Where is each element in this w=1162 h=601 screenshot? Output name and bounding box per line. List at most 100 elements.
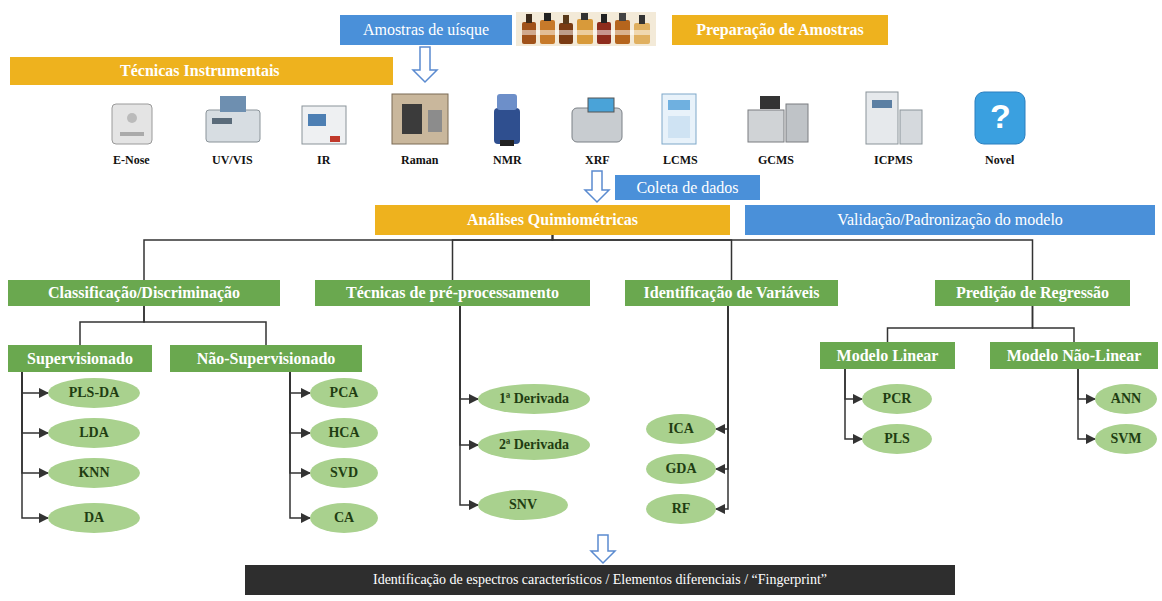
instrument-label: NMR bbox=[493, 153, 522, 168]
box-text: DA bbox=[84, 510, 104, 526]
connector bbox=[553, 235, 732, 280]
box-text: Não-Supervisionado bbox=[197, 350, 336, 368]
connector bbox=[1078, 369, 1095, 399]
connector bbox=[453, 235, 553, 280]
connector bbox=[290, 372, 310, 393]
category-box: Identificação de Variáveis bbox=[625, 280, 838, 306]
instrument-label: E-Nose bbox=[113, 153, 150, 168]
icon-symbol: ? bbox=[990, 97, 1011, 136]
connector bbox=[80, 306, 144, 345]
method-ellipse: PLS-DA bbox=[48, 378, 140, 408]
connector bbox=[144, 306, 266, 345]
step-box: Técnicas Instrumentais bbox=[10, 57, 393, 85]
method-ellipse: SVM bbox=[1095, 424, 1157, 454]
connector bbox=[1033, 306, 1075, 342]
instrument-label: XRF bbox=[585, 153, 610, 168]
method-ellipse: SNV bbox=[478, 490, 568, 520]
box-text: PCA bbox=[330, 385, 359, 401]
connector bbox=[716, 306, 728, 469]
category-box: Técnicas de pré-processamento bbox=[315, 280, 590, 306]
method-ellipse: PCR bbox=[862, 384, 932, 414]
connector bbox=[888, 306, 1033, 342]
box-text: ICA bbox=[668, 421, 694, 437]
box-text: Identificação de Variáveis bbox=[644, 284, 820, 302]
method-ellipse: DA bbox=[48, 503, 140, 533]
instrument-label: ICPMS bbox=[874, 153, 913, 168]
method-ellipse: LDA bbox=[48, 418, 140, 448]
whisky-bottles bbox=[516, 12, 656, 46]
box-text: Classificação/Discriminação bbox=[48, 284, 240, 302]
box-text: Preparação de Amostras bbox=[696, 21, 864, 39]
method-ellipse: PCA bbox=[310, 378, 378, 408]
connector bbox=[22, 372, 48, 393]
connector bbox=[716, 306, 728, 509]
box-text: KNN bbox=[78, 465, 109, 481]
box-text: Análises Quimiométricas bbox=[467, 211, 638, 229]
step-box: Validação/Padronização do modelo bbox=[745, 205, 1155, 235]
box-text: RF bbox=[672, 501, 691, 517]
connector bbox=[460, 306, 478, 399]
category-box: Classificação/Discriminação bbox=[8, 280, 280, 306]
connector bbox=[1078, 369, 1095, 439]
box-text: Coleta de dados bbox=[636, 179, 738, 197]
step-box: Análises Quimiométricas bbox=[375, 205, 730, 235]
subcategory-box: Modelo Não-Linear bbox=[990, 342, 1158, 369]
box-text: Validação/Padronização do modelo bbox=[837, 211, 1063, 229]
connector bbox=[460, 306, 478, 445]
box-text: Modelo Não-Linear bbox=[1007, 347, 1142, 365]
box-text: PLS bbox=[884, 431, 910, 447]
method-ellipse: CA bbox=[310, 503, 378, 533]
subcategory-box: Supervisionado bbox=[8, 345, 152, 372]
category-box: Predição de Regressão bbox=[935, 280, 1130, 306]
subcategory-box: Modelo Linear bbox=[820, 342, 955, 369]
connector bbox=[22, 372, 48, 433]
box-text: HCA bbox=[328, 425, 359, 441]
connector bbox=[460, 306, 478, 505]
box-text: PCR bbox=[883, 391, 912, 407]
instrument-icons bbox=[112, 92, 1025, 146]
method-ellipse: HCA bbox=[310, 418, 378, 448]
instrument-label: Raman bbox=[401, 153, 438, 168]
method-ellipse: ICA bbox=[646, 414, 716, 444]
subcategory-box: Não-Supervisionado bbox=[170, 345, 362, 372]
box-text: Técnicas Instrumentais bbox=[120, 62, 280, 80]
connector bbox=[845, 369, 862, 439]
box-text: Modelo Linear bbox=[837, 347, 939, 365]
connector bbox=[22, 372, 48, 473]
box-text: 1ª Derivada bbox=[499, 391, 569, 407]
connector bbox=[290, 372, 310, 433]
instrument-label: Novel bbox=[985, 153, 1014, 168]
method-ellipse: ANN bbox=[1095, 384, 1157, 414]
method-ellipse: KNN bbox=[48, 458, 140, 488]
connector bbox=[716, 306, 728, 429]
sample-box: Amostras de uísque bbox=[340, 15, 512, 45]
box-text: Identificação de espectros característic… bbox=[373, 572, 827, 588]
box-text: SVM bbox=[1110, 431, 1141, 447]
box-text: GDA bbox=[665, 461, 696, 477]
box-text: SVD bbox=[330, 465, 358, 481]
instrument-label: LCMS bbox=[663, 153, 698, 168]
connector bbox=[22, 372, 48, 518]
method-ellipse: RF bbox=[646, 494, 716, 524]
method-ellipse: 1ª Derivada bbox=[478, 384, 590, 414]
connector bbox=[553, 235, 1033, 280]
box-text: 2ª Derivada bbox=[499, 437, 569, 453]
connector bbox=[144, 235, 553, 280]
connector bbox=[845, 369, 862, 399]
method-ellipse: GDA bbox=[646, 454, 716, 484]
connector bbox=[290, 372, 310, 473]
instrument-label: IR bbox=[317, 153, 330, 168]
result-bar: Identificação de espectros característic… bbox=[245, 565, 955, 595]
box-text: SNV bbox=[509, 497, 537, 513]
instrument-label: UV/VIS bbox=[212, 153, 253, 168]
box-text: ANN bbox=[1111, 391, 1141, 407]
connector bbox=[290, 372, 310, 518]
box-text: PLS-DA bbox=[69, 385, 120, 401]
box-text: Predição de Regressão bbox=[956, 284, 1109, 302]
method-ellipse: SVD bbox=[310, 458, 378, 488]
step-box: Preparação de Amostras bbox=[672, 15, 888, 45]
box-text: LDA bbox=[79, 425, 109, 441]
step-box: Coleta de dados bbox=[615, 175, 760, 200]
instrument-label: GCMS bbox=[758, 153, 794, 168]
